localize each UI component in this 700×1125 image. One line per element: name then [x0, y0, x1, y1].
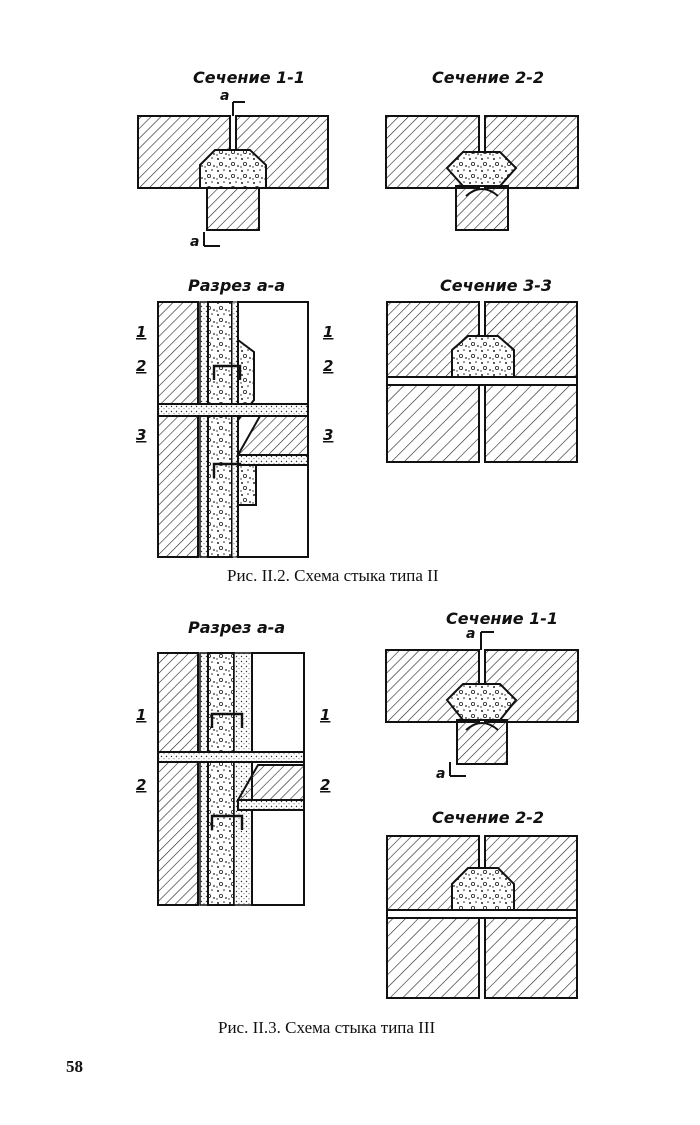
fig2-cut-marker-top: а: [220, 88, 229, 104]
fig3-cut-marker-top: а: [466, 626, 475, 642]
fig2-section-1-1-label: Сечение 1-1: [193, 68, 305, 87]
fig3-section-1-1-drawing: а а: [385, 626, 579, 782]
fig3-section-2-2-label: Сечение 2-2: [432, 808, 544, 827]
fig2-marker-right-1: 1: [323, 323, 333, 341]
fig2-marker-right-2: 2: [323, 357, 333, 375]
fig3-cut-aa-label: Разрез а-а: [188, 618, 285, 637]
fig2-caption: Рис. II.2. Схема стыка типа II: [227, 566, 439, 585]
fig3-marker-right-2: 2: [320, 776, 330, 794]
fig2-marker-left-1: 1: [136, 323, 146, 341]
fig3-cut-marker-bottom: а: [436, 766, 445, 782]
fig2-marker-left-3: 3: [136, 426, 146, 444]
fig3-caption: Рис. II.3. Схема стыка типа III: [218, 1018, 436, 1037]
fig2-cut-marker-bottom: а: [190, 234, 199, 250]
fig3-marker-right-1: 1: [320, 706, 330, 724]
fig3-marker-left-1: 1: [136, 706, 146, 724]
fig2-cut-aa-label: Разрез а-а: [188, 276, 285, 295]
fig2-section-3-3-drawing: [386, 301, 578, 463]
page-number: 58: [66, 1057, 83, 1076]
fig2-section-2-2-label: Сечение 2-2: [432, 68, 544, 87]
fig3-cut-aa-drawing: 1 2 1 2: [136, 652, 330, 906]
fig2-section-1-1-drawing: а а: [137, 88, 329, 250]
fig3-marker-left-2: 2: [136, 776, 146, 794]
fig3-section-2-2-drawing: [386, 835, 578, 999]
fig2-section-3-3-label: Сечение 3-3: [440, 276, 552, 295]
fig3-section-1-1-label: Сечение 1-1: [446, 609, 558, 628]
fig2-marker-right-3: 3: [323, 426, 333, 444]
fig2-cut-aa-drawing: 1 2 3 1 2 3: [136, 301, 333, 558]
fig2-marker-left-2: 2: [136, 357, 146, 375]
fig2-section-2-2-drawing: [385, 115, 579, 231]
